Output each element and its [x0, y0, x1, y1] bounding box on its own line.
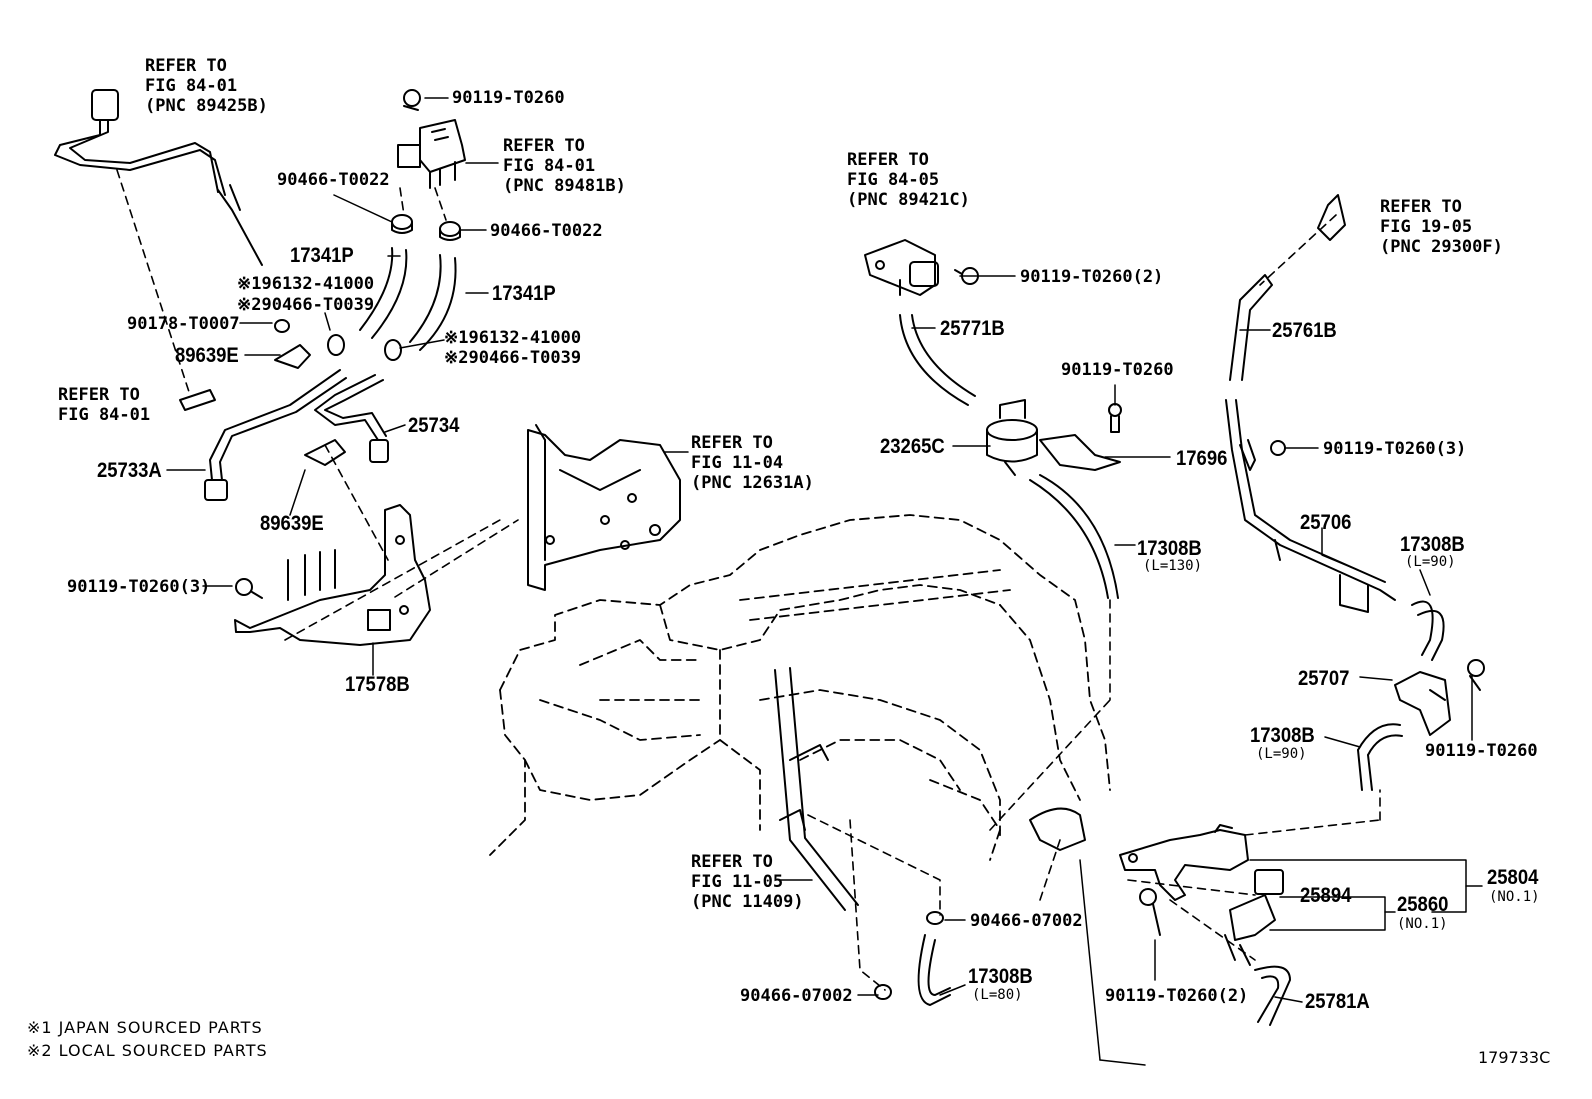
- part-label: 90119-T0260: [1061, 360, 1174, 380]
- part-label: 17308B: [968, 965, 1033, 988]
- part-label: ※196132-41000: [237, 274, 375, 294]
- figure-id: 179733C: [1478, 1048, 1551, 1067]
- part-label: 17578B: [345, 673, 410, 696]
- refer-label-fig-84-01-89425b: REFER TO FIG 84-01 (PNC 89425B): [145, 56, 268, 116]
- part-label: 25860: [1397, 893, 1449, 916]
- part-label: 89639E: [260, 512, 324, 535]
- refer-label-fig-11-04: REFER TO FIG 11-04 (PNC 12631A): [691, 433, 814, 493]
- refer-line: FIG 84-01: [58, 405, 151, 425]
- footnote-local-sourced: ※2 LOCAL SOURCED PARTS: [27, 1041, 268, 1060]
- part-label: 90119-T0260: [452, 88, 565, 108]
- part-label: 25761B: [1272, 319, 1337, 342]
- refer-label-fig-84-05: REFER TO FIG 84-05 (PNC 89421C): [847, 150, 970, 210]
- part-label: ※196132-41000: [444, 328, 582, 348]
- refer-line: REFER TO: [145, 56, 227, 76]
- refer-line: (PNC 11409): [691, 892, 804, 912]
- part-label: 23265C: [880, 435, 945, 458]
- refer-line: (PNC 12631A): [691, 473, 814, 493]
- part-label: 17308B: [1400, 533, 1465, 556]
- part-label: 17308B: [1137, 537, 1202, 560]
- pipe-25706: [1225, 399, 1396, 613]
- refer-line: REFER TO: [691, 433, 773, 453]
- pressure-sensor: [864, 239, 939, 296]
- refer-line: FIG 11-04: [691, 453, 784, 473]
- part-label: 25707: [1298, 667, 1350, 690]
- part-label: 25734: [408, 414, 460, 437]
- part-label: 25781A: [1305, 990, 1370, 1013]
- vsv-25860: [1224, 869, 1284, 966]
- refer-line: (PNC 89481B): [503, 176, 626, 196]
- part-label: 25706: [1300, 511, 1352, 534]
- engine-bracket: [527, 424, 681, 591]
- part-label: 25894: [1300, 884, 1352, 907]
- part-label: 90466-T0022: [490, 221, 603, 241]
- refer-line: (PNC 29300F): [1380, 237, 1503, 257]
- part-variant-label: (NO.1): [1397, 916, 1448, 932]
- part-label: 90119-T0260(2): [1020, 267, 1164, 287]
- part-label: 90178-T0007: [127, 314, 240, 334]
- vacuum-switching-valve-top: [397, 89, 466, 189]
- part-label: 25771B: [940, 317, 1005, 340]
- refer-line: FIG 84-01: [503, 156, 596, 176]
- part-length-label: (L=130): [1143, 558, 1203, 574]
- part-label: 90119-T0260(3): [67, 577, 211, 597]
- part-label: 17341P: [492, 282, 556, 305]
- part-label: ※290466-T0039: [237, 295, 375, 315]
- part-label: 90119-T0260(3): [1323, 439, 1467, 459]
- refer-line: FIG 84-01: [145, 76, 238, 96]
- part-variant-label: (NO.1): [1489, 889, 1540, 905]
- refer-line: REFER TO: [1380, 197, 1462, 217]
- refer-label-fig-11-05: REFER TO FIG 11-05 (PNC 11409): [691, 852, 804, 912]
- refer-line: REFER TO: [58, 385, 140, 405]
- bracket-17578B: [234, 504, 431, 646]
- part-label: 25804: [1487, 866, 1539, 889]
- part-label: 25733A: [97, 459, 162, 482]
- refer-line: REFER TO: [847, 150, 929, 170]
- bracket-25804: [1119, 824, 1249, 901]
- part-length-label: (L=80): [972, 987, 1023, 1003]
- hose-caps: [391, 214, 461, 241]
- hose-clamps: [274, 319, 402, 361]
- part-label: 90466-07002: [970, 911, 1083, 931]
- throttle-hose-right: [1229, 194, 1346, 381]
- part-label: 90466-07002: [740, 986, 853, 1006]
- refer-line: FIG 19-05: [1380, 217, 1473, 237]
- bracket-25707: [1394, 671, 1451, 736]
- part-label: 17308B: [1250, 724, 1315, 747]
- part-label: 90119-T0260: [1425, 741, 1538, 761]
- refer-line: (PNC 89425B): [145, 96, 268, 116]
- refer-line: (PNC 89421C): [847, 190, 970, 210]
- part-label: 90466-T0022: [277, 170, 390, 190]
- vacuum-pipes: [204, 369, 389, 501]
- refer-line: REFER TO: [503, 136, 585, 156]
- refer-label-fig-84-01: REFER TO FIG 84-01: [58, 385, 150, 425]
- refer-line: REFER TO: [691, 852, 773, 872]
- oxygen-sensor-harness: [54, 89, 263, 266]
- part-label: 89639E: [175, 344, 239, 367]
- refer-label-fig-84-01-89481b: REFER TO FIG 84-01 (PNC 89481B): [503, 136, 626, 196]
- footnote-japan-sourced: ※1 JAPAN SOURCED PARTS: [27, 1018, 263, 1037]
- part-label: 17341P: [290, 244, 354, 267]
- refer-line: FIG 84-05: [847, 170, 940, 190]
- vacuum-filter: [986, 399, 1038, 476]
- refer-line: FIG 11-05: [691, 872, 784, 892]
- engine-block: [489, 514, 1111, 861]
- part-length-label: (L=90): [1405, 554, 1456, 570]
- part-label: 90119-T0260(2): [1105, 986, 1249, 1006]
- refer-label-fig-19-05: REFER TO FIG 19-05 (PNC 29300F): [1380, 197, 1503, 257]
- part-length-label: (L=90): [1256, 746, 1307, 762]
- part-label: ※290466-T0039: [444, 348, 582, 368]
- part-label: 17696: [1176, 447, 1228, 470]
